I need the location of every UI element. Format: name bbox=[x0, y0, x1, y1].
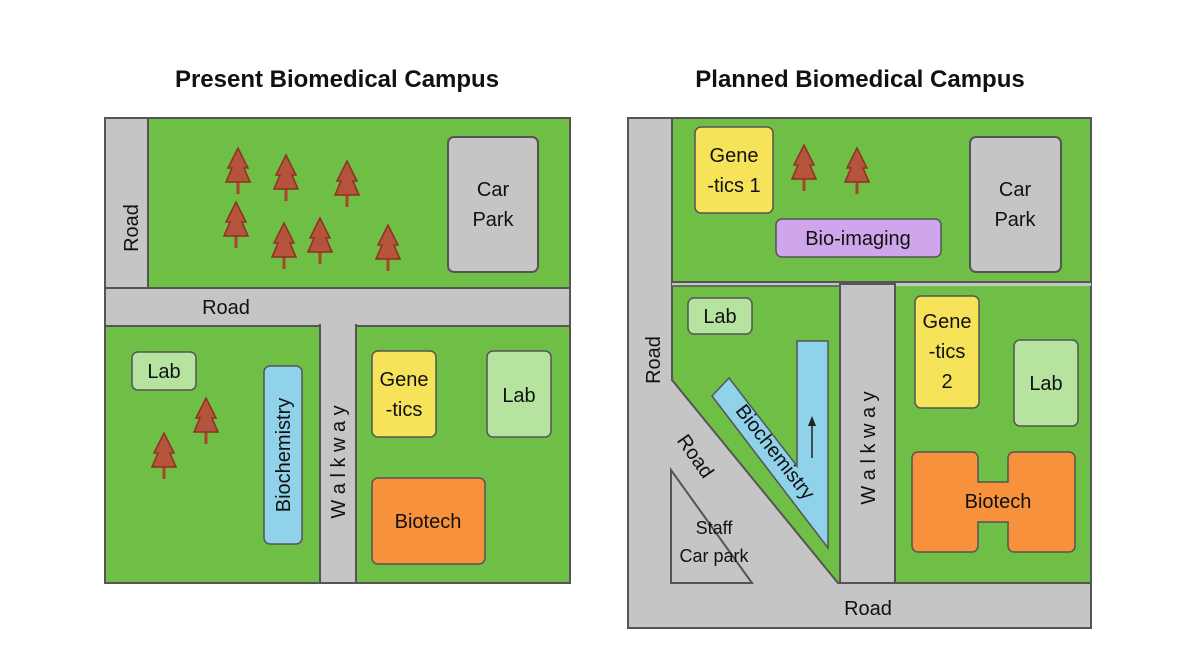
planned-genetics-2 bbox=[914, 295, 980, 409]
planned-lab-left bbox=[687, 297, 753, 335]
planned-genetics-1-label-2: -tics 1 bbox=[707, 175, 760, 197]
planned-road-bottom-label: Road bbox=[844, 598, 892, 620]
present-biochemistry-label: Biochemistry bbox=[273, 398, 295, 512]
planned-staff-car-park-label-2: Car park bbox=[679, 546, 749, 566]
planned-car-park bbox=[969, 136, 1062, 273]
present-biotech bbox=[371, 477, 486, 565]
present-genetics-label-2: -tics bbox=[386, 399, 423, 421]
present-road-left-label: Road bbox=[121, 204, 143, 252]
present-road-middle-label: Road bbox=[202, 297, 250, 319]
present-genetics bbox=[371, 350, 437, 438]
planned-road-left-label: Road bbox=[643, 336, 665, 384]
present-road-middle bbox=[104, 287, 571, 327]
present-walkway bbox=[319, 324, 357, 584]
planned-staff-car-park-label-1: Staff bbox=[696, 518, 734, 538]
planned-genetics-1 bbox=[694, 126, 774, 214]
planned-map-title: Planned Biomedical Campus bbox=[695, 66, 1025, 93]
planned-lab-right-label: Lab bbox=[1029, 373, 1062, 395]
planned-walkway-label: W a l k w a y bbox=[858, 391, 880, 504]
planned-map: W a l k w a y Staff Car park Road Road R… bbox=[627, 117, 1092, 629]
planned-biochemistry bbox=[711, 340, 829, 551]
present-lab-left-label: Lab bbox=[147, 361, 180, 383]
planned-walkway bbox=[839, 283, 896, 584]
planned-lab-left-label: Lab bbox=[703, 306, 736, 328]
planned-car-park-label-2: Park bbox=[994, 209, 1036, 231]
planned-staff-car-park bbox=[670, 466, 754, 584]
present-lab-left bbox=[131, 351, 197, 391]
planned-lab-right bbox=[1013, 339, 1079, 427]
planned-bioimaging-label: Bio-imaging bbox=[805, 228, 911, 250]
planned-genetics-2-label-2: -tics bbox=[929, 341, 966, 363]
planned-biotech bbox=[911, 451, 1076, 553]
present-map: Road Road W a l k w a y Car Park Lab Bio… bbox=[104, 117, 571, 584]
planned-road bbox=[627, 117, 1092, 629]
present-biotech-label: Biotech bbox=[395, 511, 462, 533]
present-biochemistry bbox=[263, 365, 303, 545]
planned-genetics-1-label-1: Gene bbox=[710, 145, 759, 167]
present-car-park-label-2: Park bbox=[472, 209, 514, 231]
present-car-park-label-1: Car bbox=[477, 179, 510, 201]
planned-genetics-2-label-3: 2 bbox=[941, 371, 952, 393]
planned-genetics-2-label-1: Gene bbox=[923, 311, 972, 333]
present-car-park bbox=[447, 136, 539, 273]
present-genetics-label-1: Gene bbox=[380, 369, 429, 391]
planned-car-park-label-1: Car bbox=[999, 179, 1032, 201]
present-lab-right bbox=[486, 350, 552, 438]
present-walkway-label: W a l k w a y bbox=[328, 405, 350, 518]
present-map-title: Present Biomedical Campus bbox=[174, 66, 500, 93]
present-lab-right-label: Lab bbox=[502, 385, 535, 407]
planned-bioimaging bbox=[775, 218, 942, 258]
planned-biotech-label: Biotech bbox=[965, 491, 1032, 513]
